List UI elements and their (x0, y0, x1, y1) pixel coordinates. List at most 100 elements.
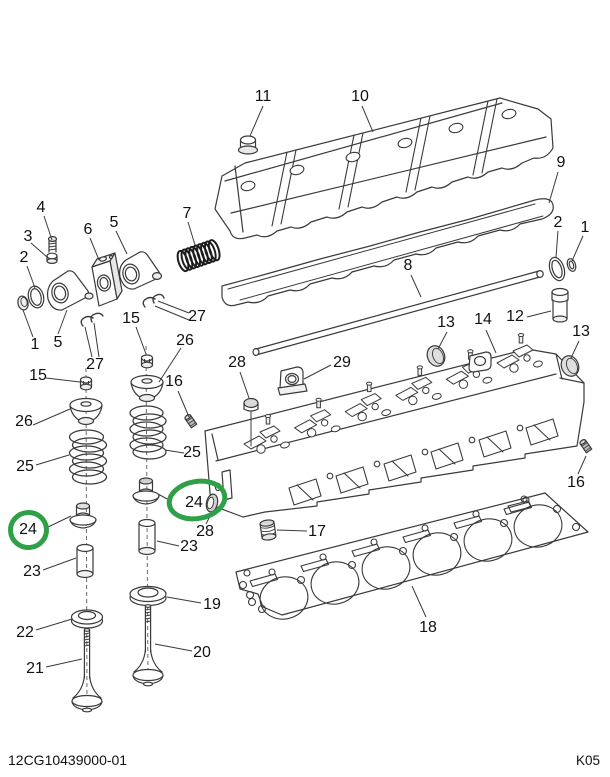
callout-28[interactable]: 28 (196, 523, 214, 540)
callout-24[interactable]: 24 (185, 494, 203, 511)
retainer-nut-left (81, 377, 92, 390)
valve-cover (215, 98, 553, 239)
retainer-nut-mid (142, 355, 153, 368)
leader-line (90, 238, 99, 260)
callout-5[interactable]: 5 (54, 334, 63, 351)
callout-26[interactable]: 26 (176, 332, 194, 349)
callout-25[interactable]: 25 (183, 444, 201, 461)
leader-line (31, 243, 47, 257)
callout-23[interactable]: 23 (180, 538, 198, 555)
callout-21[interactable]: 21 (26, 660, 44, 677)
leader-line (85, 327, 92, 357)
small-spring (175, 239, 221, 273)
lifting-eye (278, 367, 307, 395)
leader-line (116, 231, 127, 254)
cap-plug-left (424, 343, 448, 369)
callout-14[interactable]: 14 (474, 311, 492, 328)
leader-line (158, 301, 189, 313)
callout-26[interactable]: 26 (15, 413, 33, 430)
o-ring-left (26, 285, 46, 310)
leader-line (155, 644, 192, 651)
callout-13[interactable]: 13 (437, 314, 455, 331)
leader-line (157, 541, 179, 546)
spring-seat (130, 587, 166, 606)
ribbed-plug (260, 519, 277, 541)
callout-1[interactable]: 1 (31, 336, 40, 353)
leader-line (27, 266, 35, 288)
leader-line (44, 216, 52, 240)
leader-line (572, 236, 583, 261)
valve-stem-seal-left (70, 503, 96, 528)
stud-right (579, 439, 592, 453)
callout-4[interactable]: 4 (37, 199, 46, 216)
callout-9[interactable]: 9 (557, 154, 566, 171)
callout-18[interactable]: 18 (419, 619, 437, 636)
spring-retainer-mid (131, 376, 163, 402)
leader-line (486, 330, 496, 353)
leader-line (578, 456, 586, 474)
adjusting-screw (49, 237, 57, 252)
valve-spring-mid (130, 406, 166, 459)
callout-2[interactable]: 2 (554, 214, 563, 231)
stud-left (184, 414, 197, 428)
callout-2[interactable]: 2 (20, 249, 29, 266)
leader-line (438, 332, 447, 349)
leader-line (58, 310, 67, 334)
leader-line (412, 586, 426, 617)
leader-line (43, 558, 76, 570)
rocker-arm-left (48, 271, 93, 310)
exhaust-valve (133, 605, 163, 686)
callout-19[interactable]: 19 (203, 596, 221, 613)
valve-guide-left (77, 545, 93, 578)
callout-27[interactable]: 27 (188, 308, 206, 325)
leader-line (167, 597, 201, 603)
callout-27[interactable]: 27 (86, 356, 104, 373)
callout-6[interactable]: 6 (84, 221, 93, 238)
leader-line (250, 106, 263, 136)
head-gasket (236, 493, 588, 624)
callout-25[interactable]: 25 (16, 458, 34, 475)
callout-16[interactable]: 16 (165, 373, 183, 390)
callout-11[interactable]: 11 (255, 88, 272, 105)
callout-1[interactable]: 1 (581, 219, 590, 236)
cylinder-head (205, 334, 584, 518)
rocker-pedestal (92, 253, 122, 306)
callout-23[interactable]: 23 (23, 563, 41, 580)
seal-cup-left (16, 295, 29, 311)
leader-line (36, 455, 69, 465)
callout-17[interactable]: 17 (308, 523, 326, 540)
callout-28[interactable]: 28 (228, 354, 246, 371)
leader-line (46, 659, 82, 667)
keeper-clips-upper (143, 294, 164, 307)
cover-cap-nut (239, 136, 258, 154)
callout-16[interactable]: 16 (567, 474, 585, 491)
leader-line (188, 222, 195, 245)
callout-7[interactable]: 7 (183, 205, 192, 222)
leader-line (549, 172, 558, 203)
callout-29[interactable]: 29 (333, 354, 351, 371)
leader-line (94, 323, 99, 357)
valve-stem-seal-mid (133, 478, 159, 504)
callout-12[interactable]: 12 (506, 308, 524, 325)
callout-5[interactable]: 5 (110, 214, 119, 231)
callout-8[interactable]: 8 (404, 257, 413, 274)
leader-line (411, 275, 421, 297)
callout-22[interactable]: 22 (16, 624, 34, 641)
rocker-arm-right (120, 252, 162, 289)
callout-24[interactable]: 24 (19, 521, 37, 538)
assembly-centerlines (86, 346, 251, 712)
callout-20[interactable]: 20 (193, 644, 211, 661)
spring-retainer-left (70, 399, 102, 425)
callout-15[interactable]: 15 (29, 367, 47, 384)
callout-3[interactable]: 3 (24, 228, 33, 245)
callout-10[interactable]: 10 (351, 88, 369, 105)
leader-line (46, 378, 80, 382)
leader-line (362, 106, 373, 132)
keeper-clips-lower (81, 313, 103, 326)
callout-15[interactable]: 15 (122, 310, 140, 327)
callout-13[interactable]: 13 (572, 323, 590, 340)
push-rod (253, 271, 543, 356)
leader-line (165, 450, 184, 453)
adjusting-nut (47, 253, 57, 263)
leader-line (240, 372, 249, 398)
